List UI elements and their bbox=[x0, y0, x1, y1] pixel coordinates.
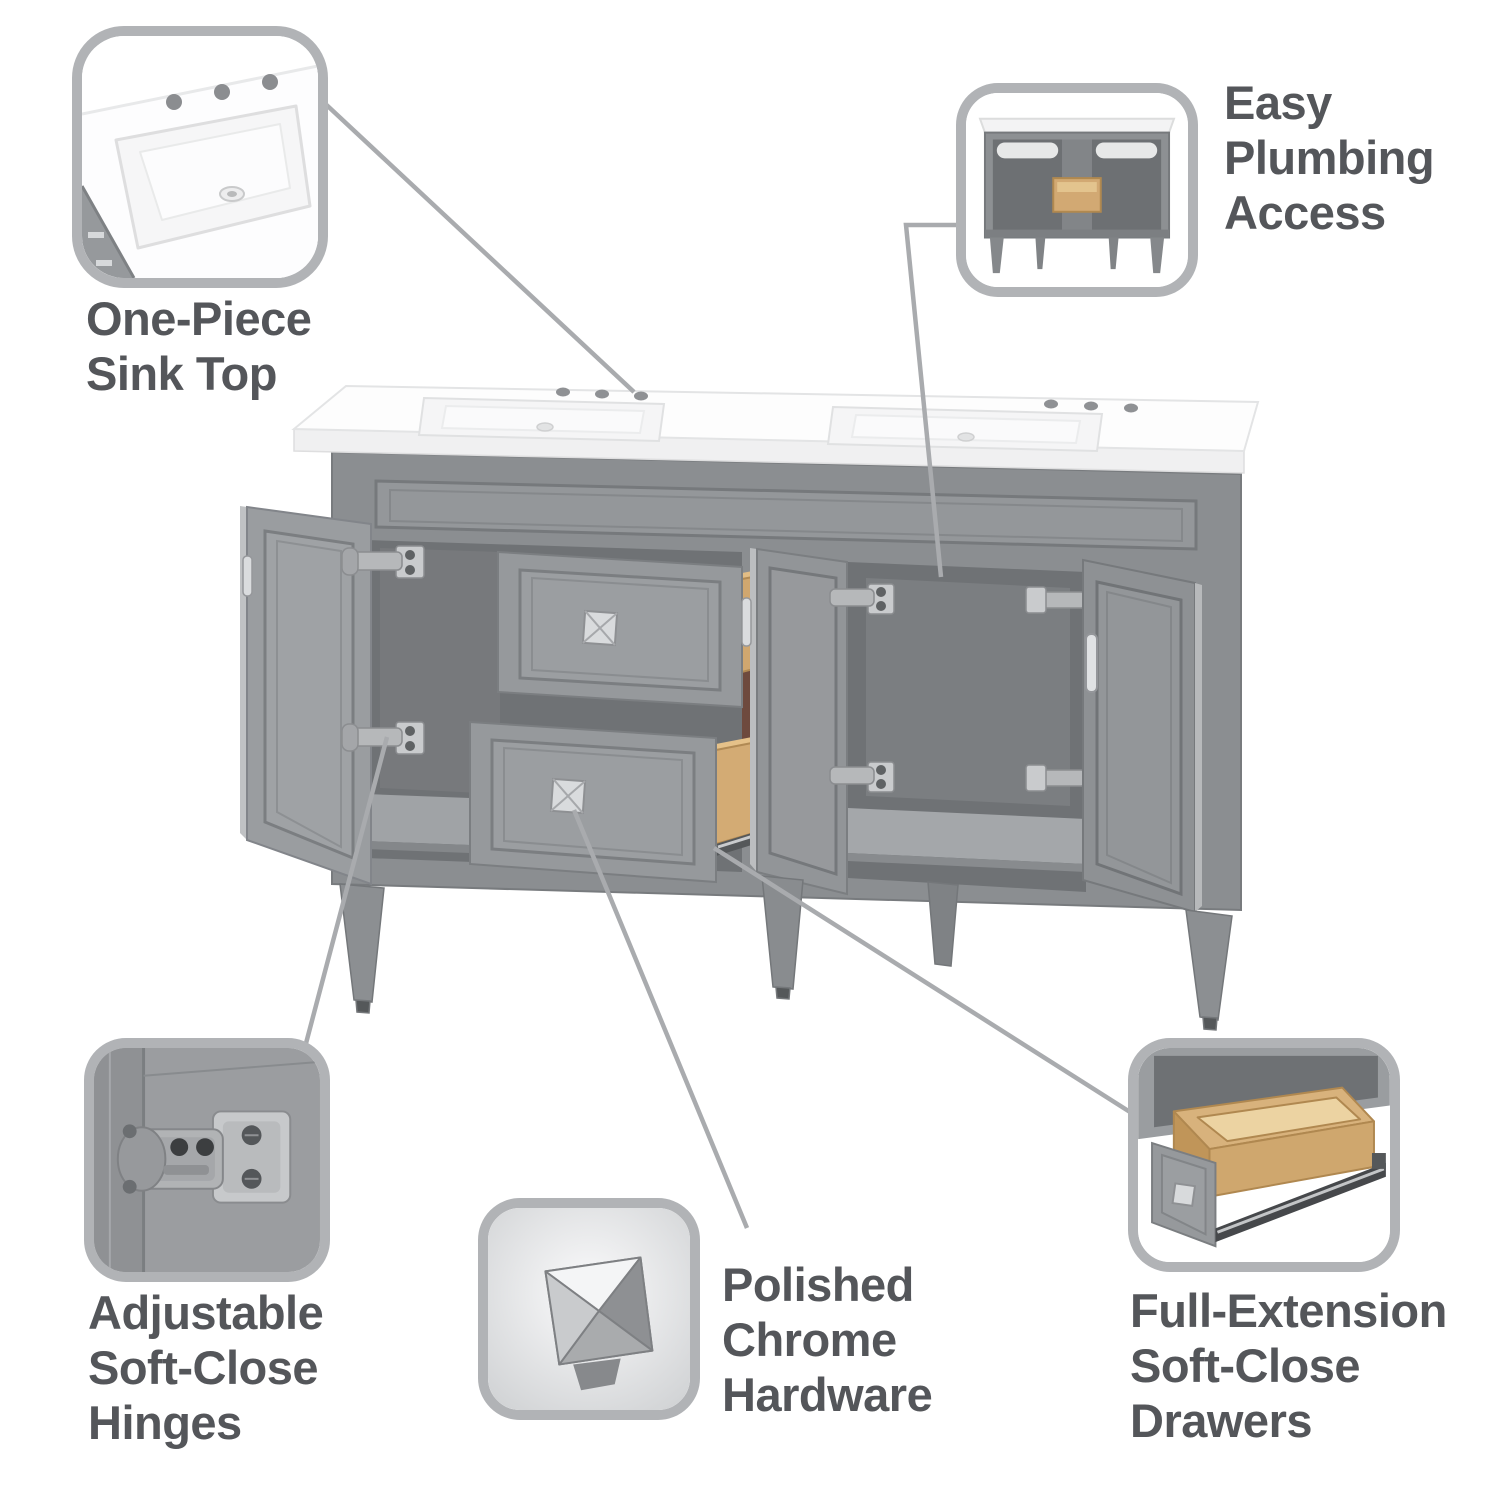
sink-top bbox=[291, 384, 1260, 474]
hinge-image bbox=[94, 1048, 320, 1272]
faucet-holes bbox=[166, 74, 278, 110]
callout-hardware bbox=[478, 1198, 700, 1420]
sink-top-image bbox=[82, 36, 318, 278]
hinge-assembly bbox=[116, 1110, 292, 1204]
plumbing-access-image bbox=[966, 93, 1188, 287]
label-hinges: Adjustable Soft-Close Hinges bbox=[88, 1286, 324, 1449]
drawer-image bbox=[1138, 1048, 1390, 1262]
connector-plumbing bbox=[903, 222, 956, 578]
center-door bbox=[741, 547, 848, 896]
right-shelf-edge bbox=[848, 853, 1086, 872]
label-sink-top: One-Piece Sink Top bbox=[86, 292, 312, 400]
knob-facets bbox=[544, 1256, 654, 1366]
label-hardware: Polished Chrome Hardware bbox=[722, 1258, 933, 1421]
drawer-knob bbox=[1171, 1182, 1197, 1207]
lower-drawer-knob bbox=[549, 777, 587, 815]
top-rail-panel bbox=[374, 479, 1198, 551]
back-top-slab bbox=[978, 117, 1176, 134]
vanity-illustration bbox=[240, 384, 1260, 1031]
left-door bbox=[240, 505, 372, 886]
left-door-handle bbox=[242, 555, 253, 597]
back-leg bbox=[927, 881, 959, 967]
callout-sink-top bbox=[72, 26, 328, 288]
connector-hinges bbox=[297, 736, 390, 1067]
front-right-leg bbox=[1185, 909, 1233, 1021]
callout-hinges bbox=[84, 1038, 330, 1282]
upper-drawer-knob bbox=[581, 609, 619, 647]
label-plumbing: Easy Plumbing Access bbox=[1224, 76, 1435, 239]
connector-hardware bbox=[571, 809, 750, 1229]
top-rail-inner-line bbox=[389, 488, 1183, 543]
faucet-holes bbox=[556, 387, 1138, 413]
back-legs bbox=[989, 237, 1165, 274]
connector-sink-top bbox=[316, 95, 636, 394]
connector-lines bbox=[297, 95, 1132, 1229]
center-door-handle bbox=[741, 597, 752, 647]
right-shelf bbox=[848, 808, 1086, 864]
drawer-slide-rail bbox=[1215, 1162, 1386, 1243]
drawer-box bbox=[1172, 1086, 1375, 1206]
vanity-legs bbox=[339, 875, 1233, 1031]
callout-plumbing-access bbox=[956, 83, 1198, 297]
right-interior-back bbox=[866, 578, 1070, 806]
center-door-hinges bbox=[829, 583, 895, 793]
right-door-handle bbox=[1085, 633, 1098, 693]
chrome-knob-image bbox=[488, 1208, 690, 1410]
label-drawers: Full-Extension Soft-Close Drawers bbox=[1130, 1284, 1447, 1447]
front-left-leg bbox=[339, 883, 385, 1003]
left-door-hinges bbox=[341, 545, 425, 755]
right-door bbox=[1082, 558, 1202, 914]
connector-drawers bbox=[712, 846, 1132, 1114]
callout-drawers bbox=[1128, 1038, 1400, 1272]
center-leg bbox=[761, 875, 804, 990]
right-door-hinges bbox=[1025, 586, 1087, 792]
